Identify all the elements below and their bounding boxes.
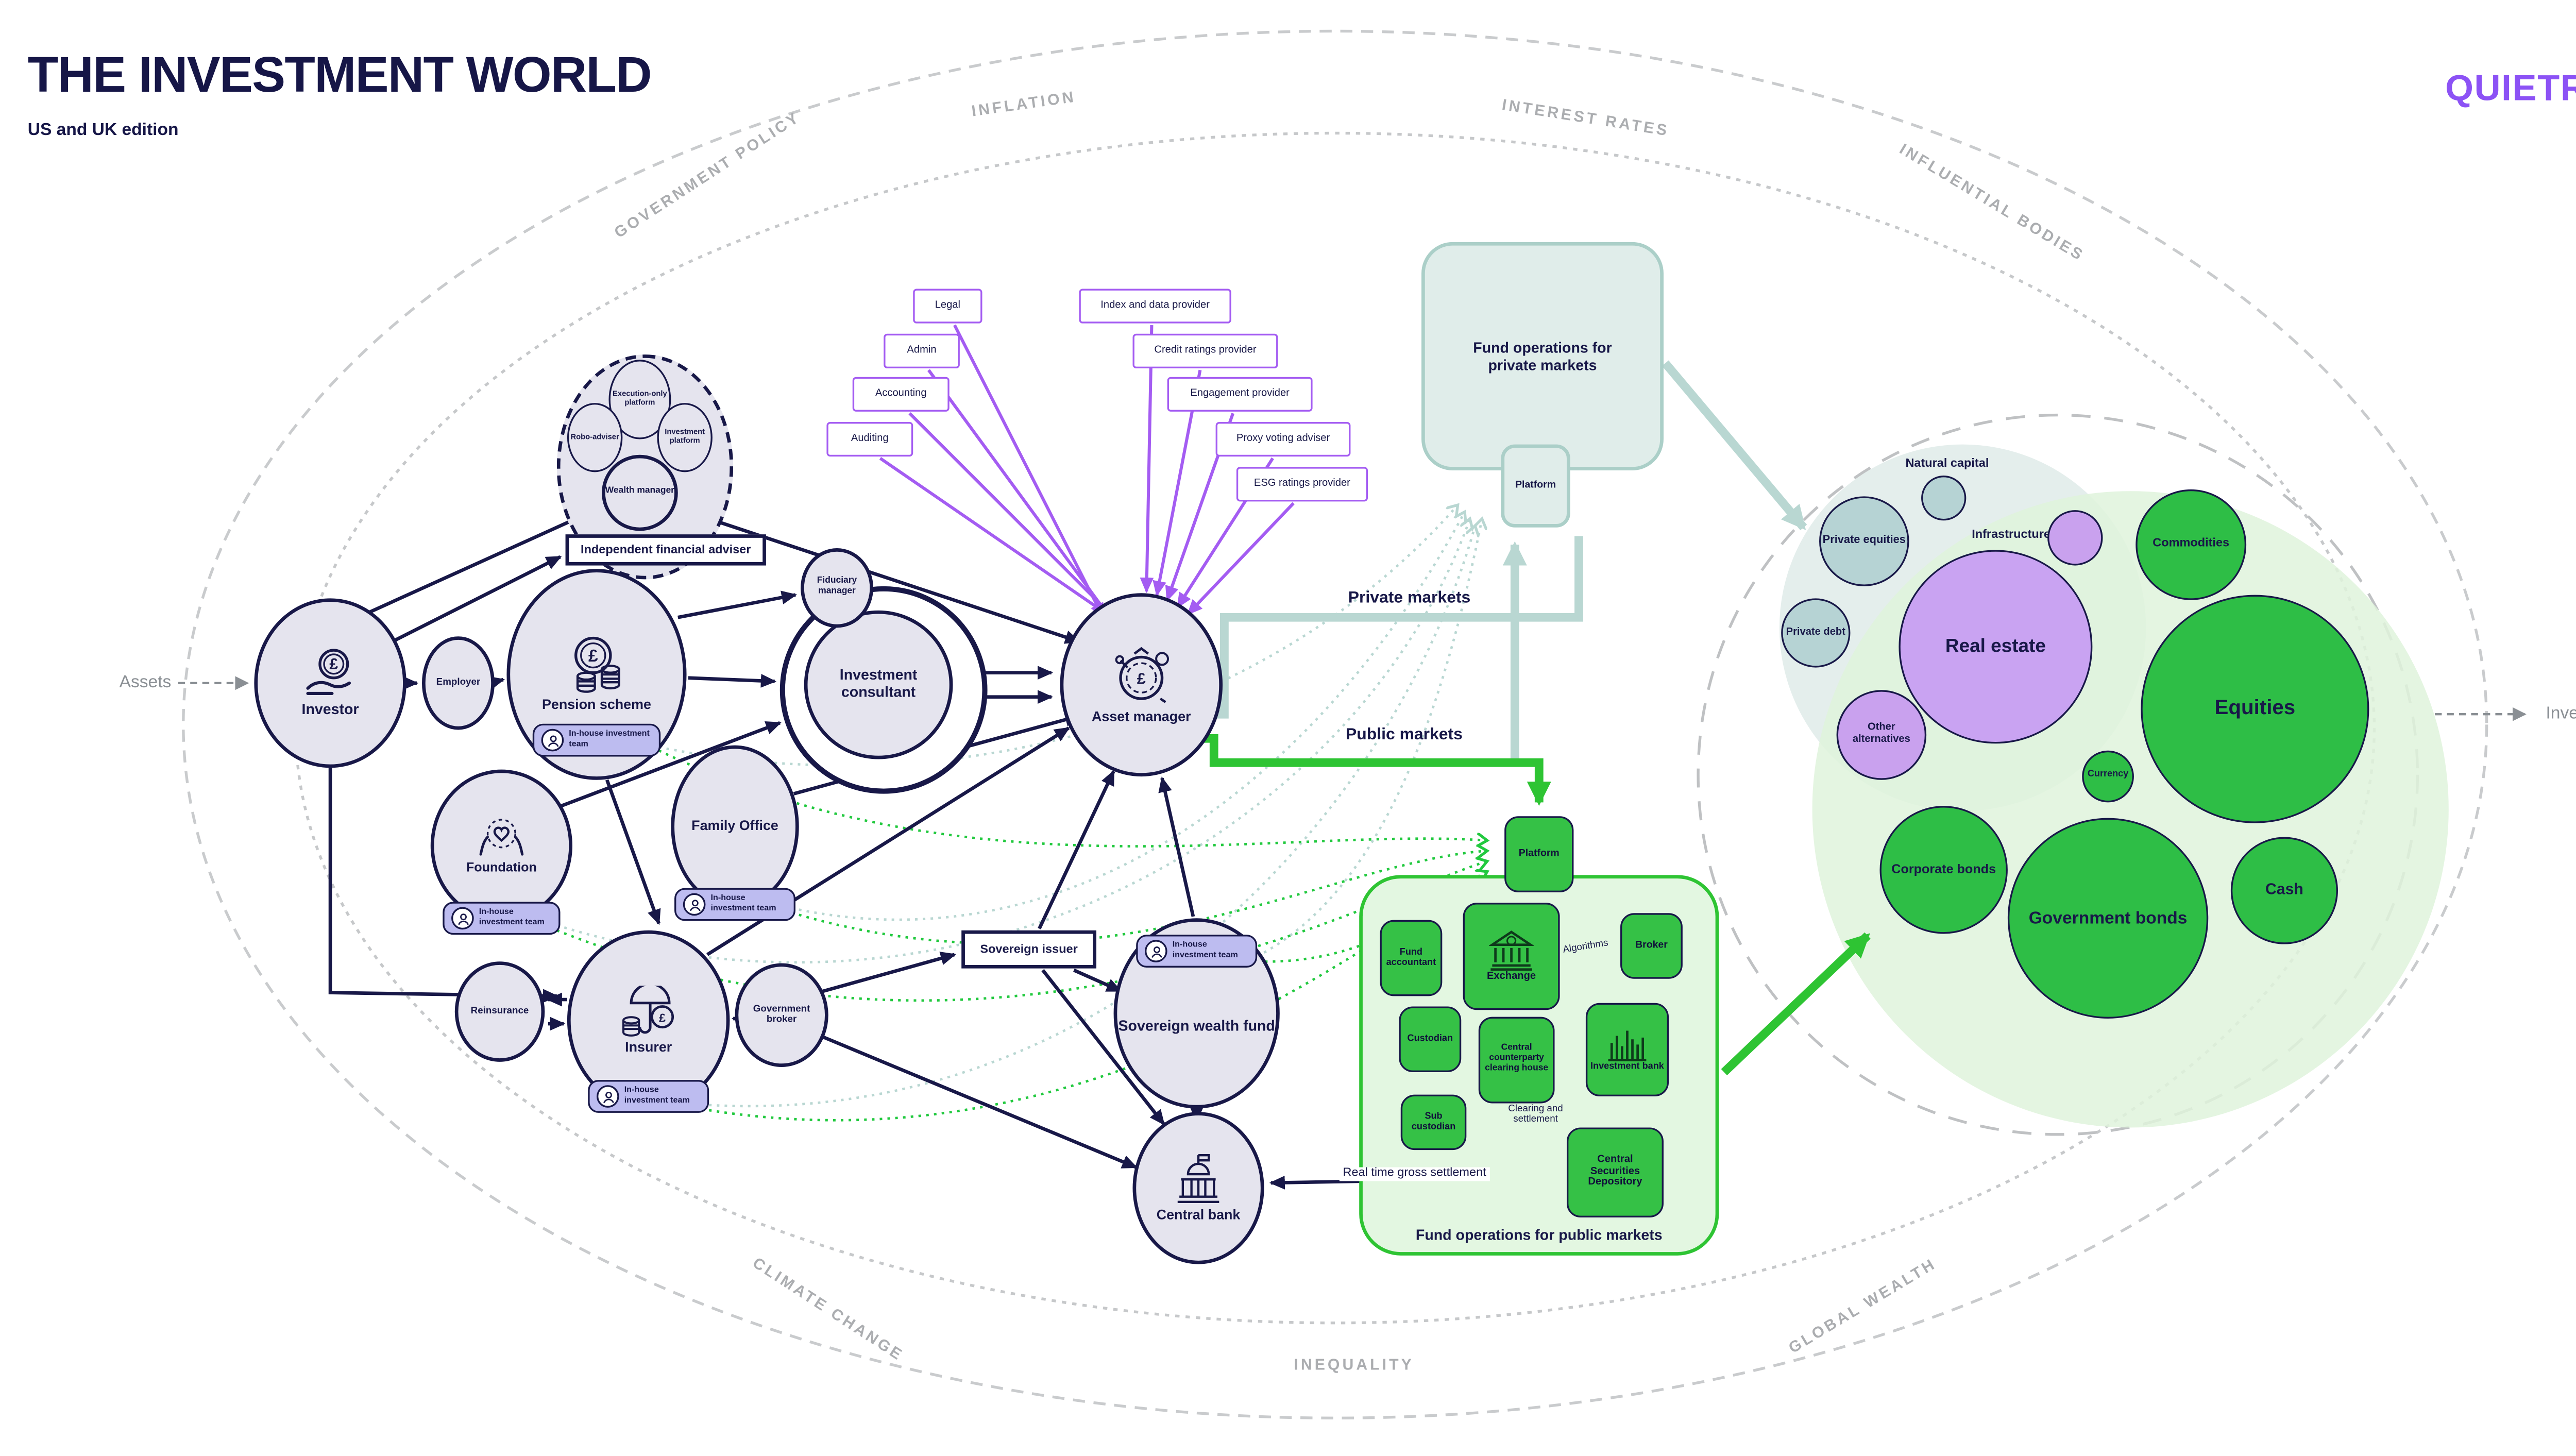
node-reinsurance: Reinsurance <box>454 961 545 1062</box>
pension-inhouse-badge: In-house investment team <box>532 723 661 757</box>
public-ops-box-label: Fund operations for public markets <box>1415 1226 1663 1244</box>
node-fiduciary-manager: Fiduciary manager <box>801 548 874 628</box>
public-node-broker: Broker <box>1620 913 1683 979</box>
bubble-label-infrastructure: Infrastructure <box>1972 529 2050 541</box>
person-icon <box>451 907 474 930</box>
provider-index-data: Index and data provider <box>1079 289 1231 324</box>
node-robo-adviser: Robo-adviser <box>567 403 623 472</box>
provider-accounting: Accounting <box>852 377 950 412</box>
node-independent-financial-adviser: Independent financial adviser <box>565 534 766 566</box>
private-markets-label: Private markets <box>1348 588 1471 608</box>
heart-hands-icon <box>479 818 524 855</box>
provider-admin: Admin <box>884 333 960 368</box>
bubble-government-bonds: Government bonds <box>2007 818 2209 1019</box>
person-icon <box>596 1085 619 1108</box>
bubble-equities: Equities <box>2141 595 2369 823</box>
svg-text:£: £ <box>659 1010 666 1024</box>
quietroom-logo: QUIETROOM <box>2445 69 2576 109</box>
public-node-custodian: Custodian <box>1399 1006 1462 1073</box>
pound-hand-icon: £ <box>306 649 351 696</box>
exchange-bank-icon <box>1488 929 1534 970</box>
provider-auditing: Auditing <box>826 421 913 457</box>
family-office-inhouse-badge: In-house investment team <box>674 888 795 921</box>
bubble-corporate-bonds: Corporate bonds <box>1879 806 2008 934</box>
node-wealth-manager: Wealth manager <box>602 454 678 531</box>
umbrella-coins-icon: £ <box>622 985 674 1036</box>
public-platform: Platform <box>1504 816 1574 892</box>
bubble-cash: Cash <box>2230 837 2338 944</box>
person-icon <box>683 893 706 916</box>
bubble-private-equities: Private equities <box>1819 496 1909 586</box>
outer-world-ring <box>182 29 2488 1420</box>
node-investor: £ Investor <box>254 598 406 768</box>
bubble-private-debt: Private debt <box>1781 598 1851 668</box>
bubble-label-natural-capital: Natural capital <box>1905 458 1989 470</box>
investor-edge-label: Investor <box>2546 704 2576 724</box>
public-node-ccp: Central counterparty clearing house <box>1478 1017 1555 1104</box>
svg-text:£: £ <box>329 656 338 673</box>
rtgs-label: Real time gross settlement <box>1339 1167 1490 1181</box>
page-title: THE INVESTMENT WORLD <box>27 48 652 104</box>
node-central-bank: Central bank <box>1132 1112 1264 1264</box>
person-icon <box>541 729 564 752</box>
svg-text:£: £ <box>588 646 598 665</box>
bubble-commodities: Commodities <box>2136 489 2247 600</box>
clearing-settlement-label: Clearing and settlement <box>1508 1104 1563 1126</box>
provider-proxy-voting: Proxy voting adviser <box>1215 421 1351 457</box>
node-asset-manager: £ Asset manager <box>1060 593 1223 777</box>
node-foundation: Foundation <box>430 769 573 922</box>
skyline-icon <box>1608 1030 1647 1061</box>
public-node-fund-accountant: Fund accountant <box>1380 920 1443 996</box>
node-investment-platform: Investment platform <box>657 403 713 472</box>
bubble-other-alternatives: Other alternatives <box>1836 690 1927 780</box>
provider-legal: Legal <box>913 289 982 324</box>
foundation-inhouse-badge: In-house investment team <box>443 902 561 935</box>
node-government-broker: Government broker <box>735 963 828 1067</box>
bubble-real-estate: Real estate <box>1899 550 2093 744</box>
page-subtitle: US and UK edition <box>27 121 179 140</box>
central-bank-icon <box>1177 1153 1219 1203</box>
svg-text:£: £ <box>1137 670 1146 687</box>
stopwatch-icon: £ <box>1115 646 1169 703</box>
ring-label-inequality: INEQUALITY <box>1294 1356 1414 1374</box>
provider-arrows <box>879 324 1295 634</box>
node-sovereign-issuer: Sovereign issuer <box>961 930 1097 969</box>
bubble-infrastructure <box>2047 510 2103 566</box>
insurer-inhouse-badge: In-house investment team <box>588 1080 709 1113</box>
bubble-natural-capital <box>1921 476 1967 521</box>
public-node-sub-custodian: Sub custodian <box>1400 1094 1467 1150</box>
private-markets-route <box>1212 360 1807 766</box>
swf-inhouse-badge: In-house investment team <box>1136 935 1258 968</box>
public-node-exchange: Exchange <box>1463 903 1560 1010</box>
node-investment-consultant: Investment consultant <box>804 610 953 759</box>
private-ops-box: Fund operations for private markets <box>1421 242 1664 470</box>
private-platform: Platform <box>1501 444 1570 528</box>
public-assets-backdrop-circle <box>1812 491 2449 1128</box>
assets-edge-label: Assets <box>119 673 172 693</box>
provider-esg-ratings: ESG ratings provider <box>1236 467 1368 502</box>
node-family-office: Family Office <box>671 745 799 908</box>
public-markets-label: Public markets <box>1346 725 1463 744</box>
public-node-csd: Central Securities Depository <box>1566 1127 1664 1217</box>
provider-engagement: Engagement provider <box>1167 377 1313 412</box>
public-node-investment-bank: Investment bank <box>1585 1003 1669 1097</box>
provider-credit-ratings: Credit ratings provider <box>1132 333 1278 368</box>
person-icon <box>1145 940 1167 962</box>
node-employer: Employer <box>421 636 495 730</box>
bubble-currency: Currency <box>2082 750 2134 803</box>
pension-coins-icon: £ <box>574 636 620 692</box>
